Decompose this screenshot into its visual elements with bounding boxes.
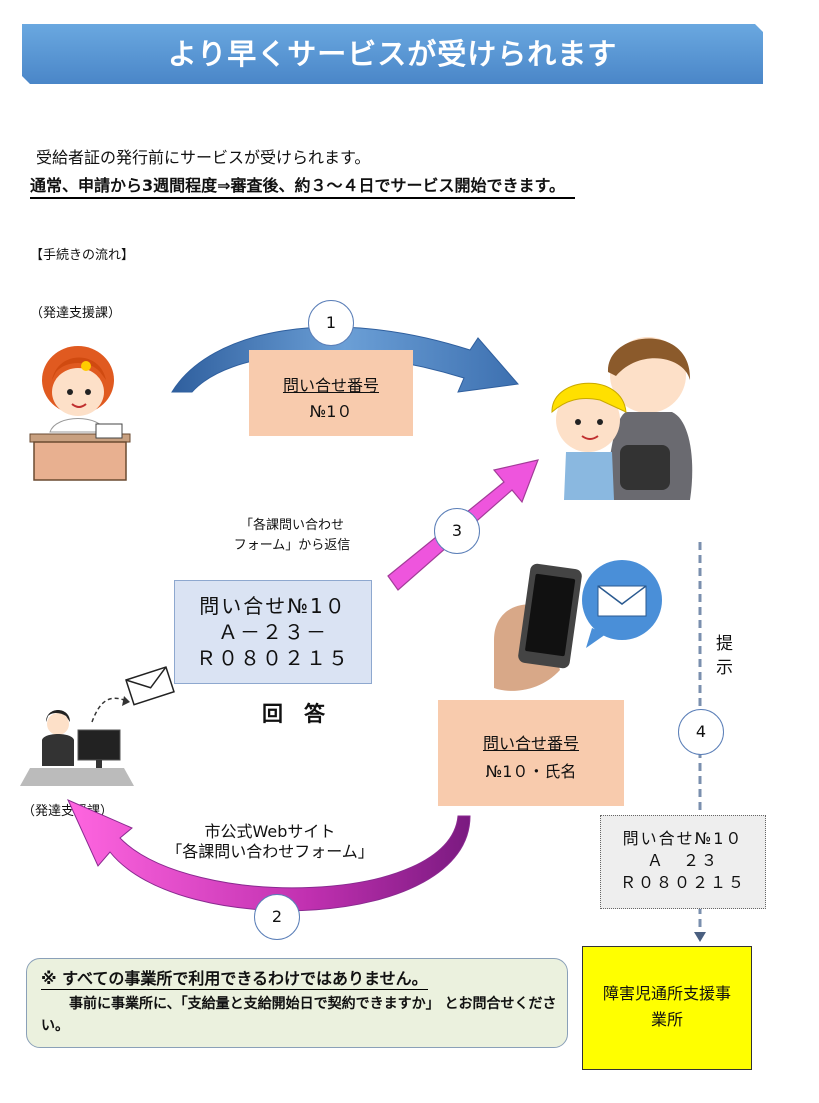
mail-bubble-icon xyxy=(582,560,662,648)
reply-box-line-3: Ｒ０８０２１５ xyxy=(196,646,350,670)
present-label-char-2: 示 xyxy=(716,658,733,678)
mail-dashed-curve xyxy=(91,697,125,723)
page-title: より早くサービスが受けられます xyxy=(167,37,618,71)
reply-note: 「各課問い合わせ フォーム」から返信 xyxy=(222,516,362,556)
inquiry-box-2-number: №1０・氏名 xyxy=(485,762,577,781)
web-note-line-2: 「各課問い合わせフォーム」 xyxy=(166,842,374,861)
arrow-step-1 xyxy=(171,326,519,393)
banner-shape xyxy=(22,24,763,84)
notice-heading: ※ すべての事業所で利用できるわけではありません。 xyxy=(41,965,428,990)
smartphone-illustration xyxy=(494,563,582,691)
intro-line-2: 通常、申請から3週間程度⇒審査後、約３～４日でサービス開始できます。 xyxy=(30,172,575,199)
answer-label: 回 答 xyxy=(262,702,325,726)
inquiry-number-box-2: 問い合せ番号 №1０・氏名 xyxy=(438,700,624,806)
present-box-line-2: Ａ ２３ xyxy=(646,851,719,870)
inquiry-box-1-title: 問い合せ番号 xyxy=(282,376,379,395)
step-circle-3: 3 xyxy=(434,508,480,554)
inquiry-number-box-1: 問い合せ番号 №1０ xyxy=(249,350,413,436)
present-box: 問い合せ№1０ Ａ ２３ Ｒ０８０２１５ xyxy=(600,815,766,909)
intro-line-1: 受給者証の発行前にサービスが受けられます。 xyxy=(36,148,371,167)
step-circle-4: 4 xyxy=(678,709,724,755)
title-banner: より早くサービスが受けられます xyxy=(22,24,763,84)
reply-note-line-1: 「各課問い合わせ xyxy=(239,518,344,533)
dept-label-top: （発達支援課） xyxy=(30,306,122,321)
notice-body: 事前に事業所に、「支給量と支給開始日で契約できますか」 とお問合せください。 xyxy=(41,996,557,1034)
step-circle-2: 2 xyxy=(254,894,300,940)
present-label: 提 示 xyxy=(716,632,733,680)
provider-box: 障害児通所支援事 業所 xyxy=(582,946,752,1070)
provider-box-line-2: 業所 xyxy=(650,1010,683,1029)
flow-label: 【手続きの流れ】 xyxy=(30,248,135,263)
receptionist-illustration xyxy=(29,346,131,481)
reply-box: 問い合せ№1０ Ａ－２３－ Ｒ０８０２１５ xyxy=(174,580,372,684)
reply-note-line-2: フォーム」から返信 xyxy=(233,538,351,553)
parent-child-illustration xyxy=(551,337,693,500)
inquiry-box-1-number: №1０ xyxy=(309,402,353,421)
reply-box-line-2: Ａ－２３－ xyxy=(218,620,328,644)
present-label-char-1: 提 xyxy=(716,634,733,654)
provider-box-line-1: 障害児通所支援事 xyxy=(602,984,731,1003)
present-box-line-3: Ｒ０８０２１５ xyxy=(619,873,746,892)
inquiry-box-2-title: 問い合せ番号 xyxy=(482,734,579,753)
office-worker-illustration xyxy=(20,710,134,786)
reply-box-line-1: 問い合せ№1０ xyxy=(199,594,347,618)
notice-box: ※ すべての事業所で利用できるわけではありません。 事前に事業所に、「支給量と支… xyxy=(26,958,568,1048)
present-arrowhead xyxy=(694,932,706,942)
envelope-icon xyxy=(125,666,175,706)
present-box-line-1: 問い合せ№1０ xyxy=(622,829,744,848)
arrow-step-2 xyxy=(67,799,471,912)
web-note: 市公式Webサイト 「各課問い合わせフォーム」 xyxy=(150,822,390,862)
web-note-line-1: 市公式Webサイト xyxy=(204,822,336,841)
step-circle-1: 1 xyxy=(308,300,354,346)
